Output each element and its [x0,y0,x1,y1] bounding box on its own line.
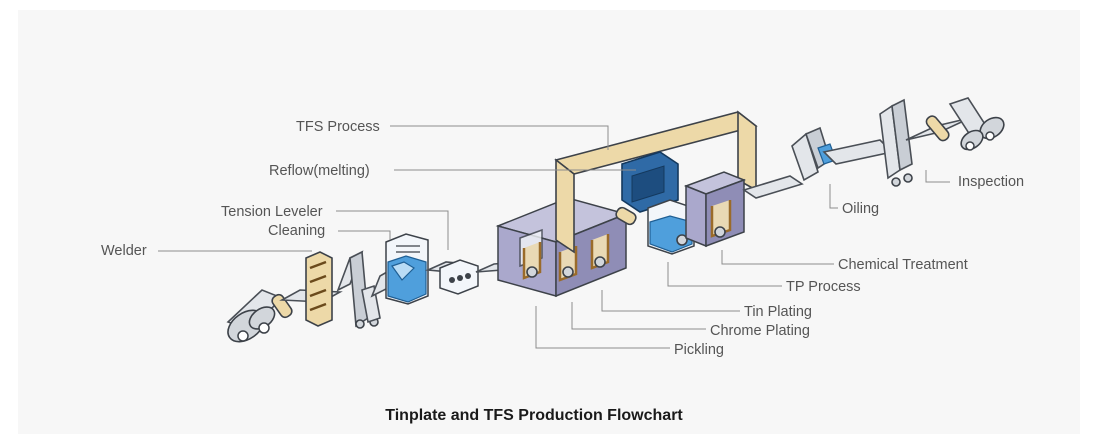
exit-loop-left [791,132,819,182]
tension-leveler-unit [439,259,479,295]
tension-roll-3 [465,273,471,279]
label-reflow: Reflow(melting) [269,163,370,179]
label-inspection: Inspection [958,174,1024,190]
tension-roll-2 [457,275,463,281]
strip-segment-6 [822,139,894,165]
leader-tin-plating [601,290,740,312]
label-tfs-process: TFS Process [296,119,380,135]
pickling-roller [526,266,538,278]
leader-chemical-treatment [721,250,834,265]
label-tin-plating: Tin Plating [744,304,812,320]
payoff-reel-group [226,289,293,343]
reflow-unit [615,151,679,226]
leader-tp-process [667,262,782,287]
cleaning-tank-water [387,255,427,303]
inspection-roller-3 [925,115,950,142]
bypass-left-leg [555,158,575,254]
leader-chrome-plating [571,302,706,330]
tfs-bypass-loop [554,110,758,254]
cleaning-tank [385,233,429,305]
leader-oiling [829,184,838,209]
welder-body [305,251,333,327]
chem-tank-left [685,184,707,248]
recoiler-2-hub [965,141,975,151]
tin-roller [594,256,606,268]
recoiler-group [948,97,1005,151]
loop-roller-1 [355,319,365,329]
label-pickling: Pickling [674,342,724,358]
payoff-reel-2-hub [258,322,270,334]
label-chrome-plating: Chrome Plating [710,323,810,339]
diagram-title: Tinplate and TFS Production Flowchart [385,407,683,424]
inspection-loop-right [891,98,913,172]
entry-roller [271,293,293,319]
chrome-roller [562,266,574,278]
label-tension-leveler: Tension Leveler [221,204,323,220]
chem-roller [714,226,726,238]
label-cleaning: Cleaning [268,223,325,239]
strip-segment-5 [742,175,804,199]
welder-electrodes [309,260,327,312]
cleaning-tank-highlight [391,261,415,281]
inspection-roller-2 [903,173,913,183]
tension-roll-1 [449,277,455,283]
chemical-treatment-tank [683,171,747,248]
tp-quench-tank [647,199,695,255]
recoiler-1-hub [985,131,995,141]
leader-cleaning [338,230,391,240]
reflow-opening [631,165,665,203]
cleaning-tank-rack [396,245,420,253]
leader-inspection [925,170,950,183]
label-oiling: Oiling [842,201,879,217]
welder-unit [305,251,333,327]
leader-tension-leveler [336,210,449,250]
reflow-roller [615,206,637,226]
label-welder: Welder [101,243,147,259]
leader-pickling [535,306,670,349]
inspection-roller-1 [891,177,901,187]
payoff-reel-1-hub [237,330,249,342]
label-tp-process: TP Process [786,279,861,295]
leader-lines [158,125,950,349]
leader-tfs-process [390,125,609,150]
label-chemical-treatment: Chemical Treatment [838,257,968,273]
quench-roller [676,234,688,246]
